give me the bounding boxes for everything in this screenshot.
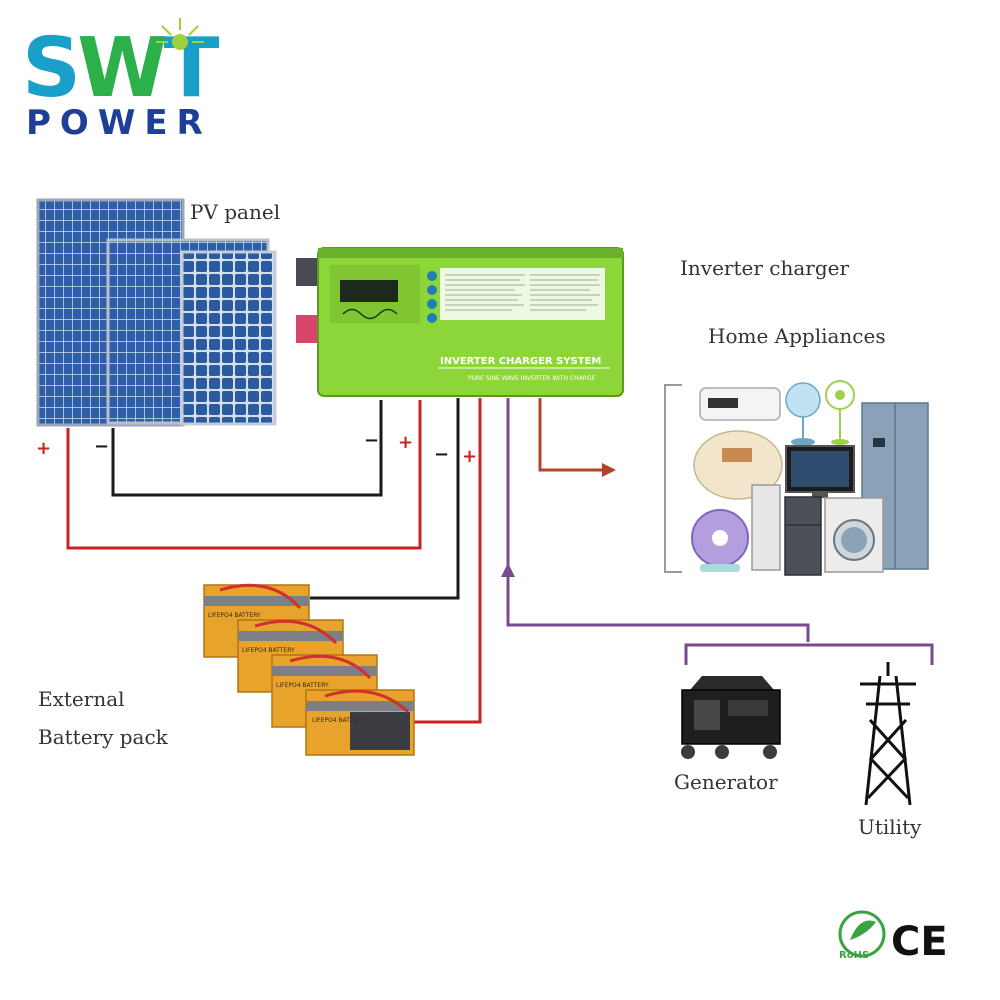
utility-tower-icon <box>860 662 916 806</box>
battery-pack: LIFEPO4 BATTERY LIFEPO4 BATTERY LIFEPO4 … <box>203 583 415 756</box>
inverter-subtitle: PURE SINE WAVE INVERTER WITH CHARGE <box>468 375 596 382</box>
sun-icon <box>156 18 204 50</box>
pv-negative-wire <box>111 400 383 497</box>
pv-panel-array <box>36 198 277 427</box>
utility-label: Utility <box>858 815 922 839</box>
rohs-text: RoHS <box>839 950 869 961</box>
ac-output-wire <box>538 398 610 472</box>
stand-fan <box>825 380 855 445</box>
home-appliances <box>691 380 929 576</box>
external-label: External <box>38 687 125 711</box>
desk-fan <box>785 382 821 418</box>
ac-input-arrow <box>501 563 515 577</box>
pv-panel-label: PV panel <box>190 200 281 224</box>
status-led-2 <box>427 285 437 295</box>
status-led-1 <box>427 271 437 281</box>
status-led-3 <box>427 299 437 309</box>
table-fan <box>691 509 749 572</box>
inverter-charger-unit: INVERTER CHARGER SYSTEM PURE SINE WAVE I… <box>296 247 624 397</box>
pv-panel-front <box>180 250 277 426</box>
battery-label: LIFEPO4 BATTERY <box>242 647 295 654</box>
terminal-positive <box>296 315 318 343</box>
pv-positive-wire <box>66 400 422 550</box>
inverter-charger-label: Inverter charger <box>680 256 850 280</box>
pv-plus-mark: + <box>36 438 51 459</box>
battery-label: LIFEPO4 BATTERY <box>276 682 329 689</box>
inverter-battery-plus-mark: + <box>462 446 477 467</box>
status-led-4 <box>427 313 437 323</box>
appliance-bracket <box>664 384 682 573</box>
inverter-title: INVERTER CHARGER SYSTEM <box>440 356 601 367</box>
rice-cooker <box>693 430 783 500</box>
ac-output-arrow <box>602 463 616 477</box>
inverter-display <box>340 280 398 302</box>
rohs-mark: RoHS <box>838 910 886 961</box>
generator-label: Generator <box>674 770 778 794</box>
battery-interconnects <box>219 583 410 714</box>
battery-label: LIFEPO4 BATTERY <box>312 717 365 724</box>
battery-pack-label: Battery pack <box>38 725 168 749</box>
home-appliances-label: Home Appliances <box>708 324 886 348</box>
logo-wordmark: POWER <box>26 103 212 143</box>
washing-machine <box>824 497 884 573</box>
slim-fridge <box>751 484 781 571</box>
spec-panel <box>440 268 605 320</box>
battery-4: LIFEPO4 BATTERY <box>305 689 415 756</box>
battery-positive-wire <box>412 398 482 724</box>
ac-input-wire <box>506 398 810 642</box>
source-bracket <box>684 643 934 665</box>
inverter-pv-plus-mark: + <box>398 432 413 453</box>
generator-icon <box>681 676 781 759</box>
sine-wave-icon <box>342 308 398 320</box>
terminal-negative <box>296 258 318 286</box>
battery-negative-wire <box>310 398 460 600</box>
inverter-pv-minus-mark: − <box>364 430 379 451</box>
air-conditioner <box>699 387 781 421</box>
battery-label: LIFEPO4 BATTERY <box>208 612 261 619</box>
ce-mark: CE <box>891 919 948 965</box>
inverter-battery-minus-mark: − <box>434 444 449 465</box>
pv-minus-mark: − <box>94 436 109 457</box>
double-door-fridge <box>784 496 822 576</box>
